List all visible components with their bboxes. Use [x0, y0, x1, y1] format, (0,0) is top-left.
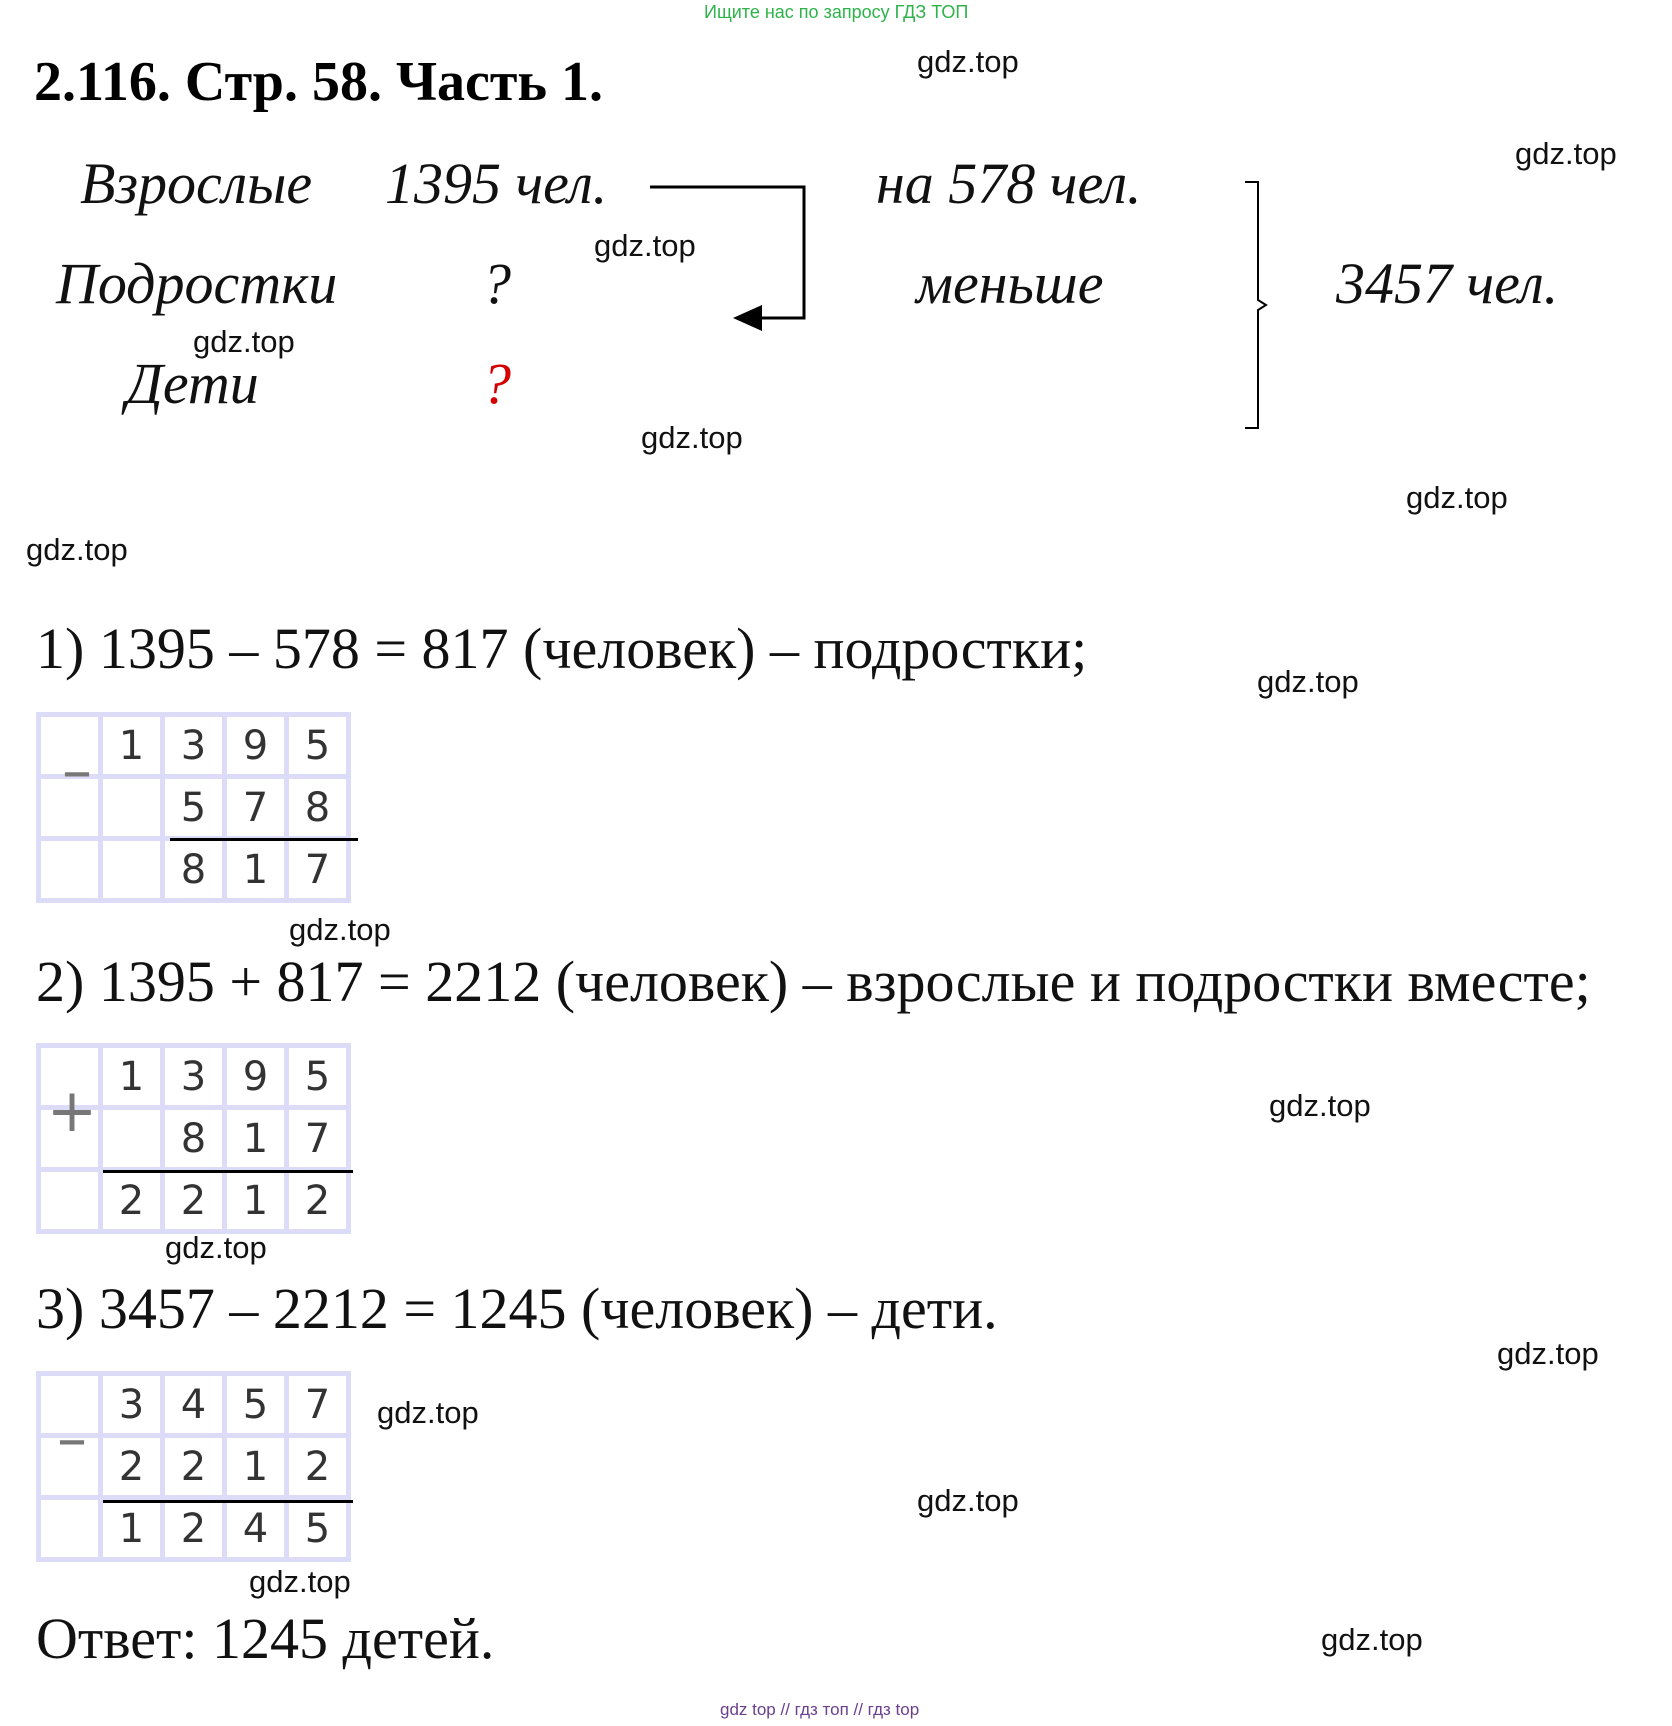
digit-cell: 7	[289, 1110, 351, 1172]
digit-cell: 5	[289, 1500, 351, 1562]
digit-cell: 7	[227, 779, 289, 841]
digit-cell	[41, 1438, 103, 1500]
difference-amount: на 578 чел.	[876, 151, 1142, 216]
total-brace	[1245, 181, 1268, 429]
digit-cell	[103, 841, 165, 903]
watermark: gdz.top	[377, 1395, 479, 1430]
digit-cell: 7	[289, 1376, 351, 1438]
page-title: 2.116. Стр. 58. Часть 1.	[34, 51, 604, 113]
digit-cell: 8	[165, 1110, 227, 1172]
watermark: gdz.top	[1515, 136, 1617, 171]
teens-value: ?	[482, 251, 511, 316]
adults-label: Взрослые	[80, 151, 313, 216]
minus-sign: –	[62, 736, 92, 806]
digit-cell: 2	[289, 1172, 351, 1234]
watermark: gdz.top	[1321, 1622, 1423, 1657]
step-2-equation: 2) 1395 + 817 = 2212 (человек) – взрослы…	[36, 949, 1591, 1014]
digit-cell: 2	[165, 1438, 227, 1500]
promo-text: Ищите нас по запросу ГДЗ ТОП	[704, 2, 969, 22]
result-line	[103, 1500, 353, 1503]
step-3-equation: 3) 3457 – 2212 = 1245 (человек) – дети.	[36, 1276, 998, 1341]
digit-cell: 1	[227, 1110, 289, 1172]
watermark: gdz.top	[1497, 1336, 1599, 1371]
digit-cell	[41, 1376, 103, 1438]
digit-cell: 9	[227, 717, 289, 779]
digit-cell: 5	[289, 1048, 351, 1110]
watermark: gdz.top	[26, 532, 128, 567]
difference-word: меньше	[916, 251, 1104, 316]
plus-sign: +	[46, 1076, 98, 1146]
watermark: gdz.top	[917, 1483, 1019, 1518]
digit-cell: 1	[103, 1500, 165, 1562]
kids-value: ?	[482, 351, 511, 416]
answer-text: Ответ: 1245 детей.	[36, 1606, 495, 1671]
digit-cell: 1	[227, 1172, 289, 1234]
digit-cell: 3	[165, 717, 227, 779]
watermark: gdz.top	[1269, 1088, 1371, 1123]
digit-cell: 2	[289, 1438, 351, 1500]
watermark: gdz.top	[641, 420, 743, 455]
digit-cell	[41, 1500, 103, 1562]
digit-cell: 5	[165, 779, 227, 841]
digit-cell: 2	[165, 1172, 227, 1234]
digit-cell: 5	[227, 1376, 289, 1438]
watermark: gdz.top	[1257, 664, 1359, 699]
adults-value: 1395 чел.	[385, 151, 608, 216]
digit-cell: 8	[165, 841, 227, 903]
result-line	[103, 1170, 353, 1173]
step-1-equation: 1) 1395 – 578 = 817 (человек) – подростк…	[36, 616, 1088, 681]
footer-text: gdz top // гдз топ // гдз top	[720, 1700, 920, 1719]
digit-cell: 2	[165, 1500, 227, 1562]
watermark: gdz.top	[249, 1564, 351, 1599]
digit-cell: 1	[227, 1438, 289, 1500]
comparison-arrow	[650, 185, 806, 331]
kids-label: Дети	[126, 351, 259, 416]
digit-cell: 4	[227, 1500, 289, 1562]
digit-cell	[103, 779, 165, 841]
digit-cell: 1	[103, 1048, 165, 1110]
digit-cell	[41, 1172, 103, 1234]
digit-cell	[41, 779, 103, 841]
digit-cell: 1	[227, 841, 289, 903]
watermark: gdz.top	[289, 912, 391, 947]
digit-cell	[41, 1048, 103, 1110]
watermark: gdz.top	[594, 228, 696, 263]
digit-cell: 2	[103, 1438, 165, 1500]
digit-cell: 7	[289, 841, 351, 903]
watermark: gdz.top	[165, 1230, 267, 1265]
total-value: 3457 чел.	[1336, 251, 1559, 316]
digit-cell: 1	[103, 717, 165, 779]
watermark: gdz.top	[917, 44, 1019, 79]
digit-cell	[41, 1110, 103, 1172]
teens-label: Подростки	[56, 251, 338, 316]
result-line	[170, 838, 358, 841]
digit-cell: 8	[289, 779, 351, 841]
digit-cell: 9	[227, 1048, 289, 1110]
watermark: gdz.top	[1406, 480, 1508, 515]
digit-cell	[103, 1110, 165, 1172]
watermark: gdz.top	[193, 324, 295, 359]
digit-cell	[41, 841, 103, 903]
digit-cell: 3	[165, 1048, 227, 1110]
digit-cell: 4	[165, 1376, 227, 1438]
minus-sign: –	[57, 1404, 87, 1474]
digit-cell: 5	[289, 717, 351, 779]
digit-cell: 3	[103, 1376, 165, 1438]
digit-cell	[41, 717, 103, 779]
digit-cell: 2	[103, 1172, 165, 1234]
